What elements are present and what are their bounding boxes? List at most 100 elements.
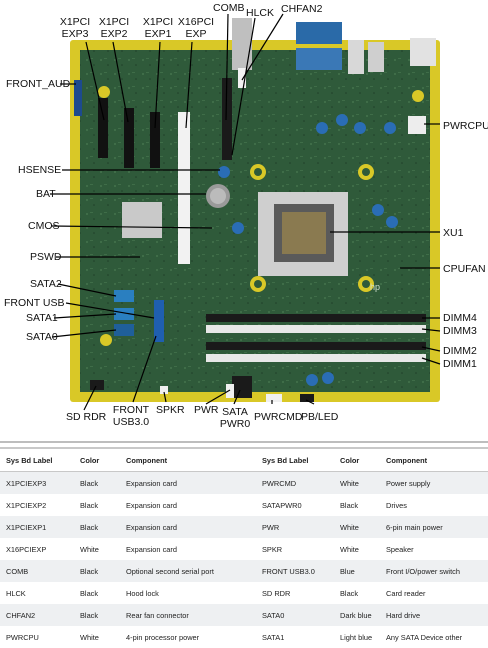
table-row: X1PCIEXP2 Black Expansion card SATAPWR0 … — [0, 494, 488, 516]
table-row: HLCK Black Hood lock SD RDR Black Card r… — [0, 582, 488, 604]
label-pswd: PSWD — [30, 251, 62, 263]
sata-pwr0-connector — [232, 376, 252, 398]
pwr-connector — [226, 384, 234, 398]
table-cell: Card reader — [386, 588, 426, 598]
dimm4-slot — [206, 314, 426, 322]
table-cell: 4-pin processor power — [126, 632, 200, 642]
pb-led-header — [300, 394, 314, 402]
table-cell: Black — [74, 516, 120, 538]
vga-port — [296, 22, 342, 44]
label-sd-rdr: SD RDR — [66, 411, 107, 423]
table-header-row: Sys Bd Label Color Component Sys Bd Labe… — [0, 448, 488, 472]
table-cell: Expansion card — [126, 500, 177, 510]
table-cell: Speaker — [386, 544, 414, 554]
label-front-aud: FRONT_AUD — [6, 78, 71, 90]
sata1-port — [114, 308, 134, 320]
table-row: PWRCPU White 4-pin processor power SATA1… — [0, 626, 488, 648]
table-cell: SPKR — [262, 544, 283, 554]
table-cell: X1PCIEXP2 — [6, 500, 47, 510]
table-cell: SATA0 — [256, 604, 334, 626]
table-row: X16PCIEXP White Expansion card SPKR Whit… — [0, 538, 488, 560]
rear-io-block — [232, 18, 252, 70]
x1pci-exp3-slot — [98, 98, 108, 158]
table-cell: SATAPWR0 — [262, 500, 302, 510]
label-hlck: HLCK — [246, 7, 275, 19]
table-cell: 6-pin main power — [380, 516, 488, 538]
front-usb30-header — [154, 300, 164, 342]
chfan2-header — [238, 68, 246, 88]
label-spkr: SPKR — [156, 404, 185, 416]
connector-table: Sys Bd Label Color Component Sys Bd Labe… — [0, 447, 488, 648]
table-cell: Black — [80, 500, 99, 510]
label-dimm1: DIMM1 — [443, 358, 477, 370]
pwrcmd-connector — [266, 394, 282, 402]
table-cell: FRONT USB3.0 — [256, 560, 334, 582]
table-cell: Blue — [334, 560, 380, 582]
sata0-port — [114, 324, 134, 336]
dimm2-slot — [206, 342, 426, 350]
leader-lines — [50, 13, 441, 411]
table-cell: PWRCPU — [6, 632, 39, 642]
pwrcpu-connector — [408, 116, 426, 134]
table-cell: Black — [74, 560, 120, 582]
audio-jacks — [74, 80, 82, 116]
serial-port — [296, 48, 342, 70]
label-chfan2: CHFAN2 — [281, 3, 323, 15]
table-cell: COMB — [0, 560, 74, 582]
label-sata0: SATA0 — [26, 331, 58, 343]
col-header: Sys Bd Label — [6, 455, 53, 465]
label-pwrcpu: PWRCPU — [443, 120, 488, 132]
table-cell: Black — [340, 588, 359, 598]
x16pci-exp-slot — [178, 112, 190, 264]
table-cell: Rear fan connector — [120, 604, 256, 626]
chipset-heatsink — [122, 202, 162, 238]
table-cell: White — [80, 544, 99, 554]
table-cell: Expansion card — [120, 471, 256, 494]
col-header: Color — [340, 455, 360, 465]
table-cell: White — [80, 632, 99, 642]
col-header: Color — [80, 455, 100, 465]
table-cell: Black — [74, 471, 120, 494]
table-top-rule — [0, 441, 488, 443]
col-header: Sys Bd Label — [262, 455, 309, 465]
label-cpufan: CPUFAN — [443, 263, 486, 275]
label-xu1: XU1 — [443, 227, 464, 239]
label-sata2: SATA2 — [30, 278, 62, 290]
table-cell: Black — [340, 500, 359, 510]
sd-rdr-header — [90, 380, 104, 390]
usb-stack-2 — [368, 42, 384, 72]
label-sata1: SATA1 — [26, 312, 58, 324]
label-cmos: CMOS — [28, 220, 60, 232]
table-cell: PWR — [256, 516, 334, 538]
io-bracket — [410, 38, 436, 66]
label-hsense: HSENSE — [18, 164, 62, 176]
motherboard-diagram: hp — [4, 2, 488, 430]
label-front-usb: FRONT USB — [4, 297, 65, 309]
motherboard-photo: hp — [50, 13, 441, 411]
table-cell: Expansion card — [120, 516, 256, 538]
table-cell: X1PCIEXP1 — [0, 516, 74, 538]
label-comb: COMB — [213, 2, 245, 14]
label-dimm4: DIMM4 — [443, 312, 477, 324]
usb-stack — [348, 40, 364, 74]
table-cell: X16PCIEXP — [6, 544, 47, 554]
label-pb-led: PB/LED — [301, 411, 339, 423]
x1pci-exp2-slot — [124, 108, 134, 168]
table-cell: SD RDR — [262, 588, 291, 598]
table-cell: Light blue — [340, 632, 373, 642]
col-header: Component — [126, 455, 168, 465]
table-cell: HLCK — [6, 588, 26, 598]
table-cell: PWRCMD — [256, 471, 334, 494]
table-cell: Black — [74, 604, 120, 626]
table-cell: Optional second serial port — [120, 560, 256, 582]
label-dimm3: DIMM3 — [443, 325, 477, 337]
dimm3-slot — [206, 325, 426, 333]
table-cell: Black — [80, 588, 99, 598]
spkr-header — [160, 386, 168, 394]
table-cell: Front I/O/power switch — [380, 560, 488, 582]
label-bat: BAT — [36, 188, 56, 200]
